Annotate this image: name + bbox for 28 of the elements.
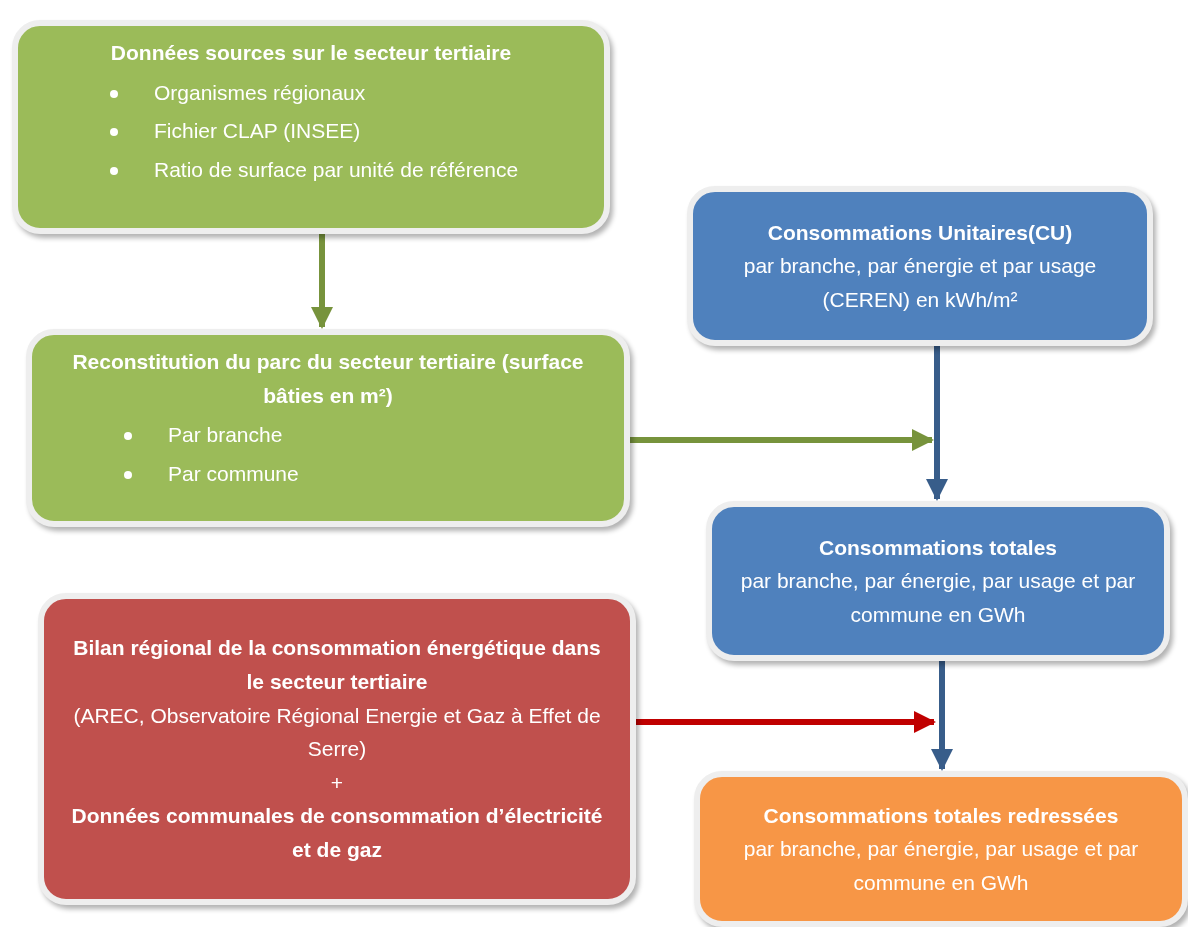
- box-heading: Bilan régional de la consommation énergétique dans le secteur tertiaire: [72, 635, 602, 695]
- box-heading: Reconstitution du parc du secteur tertiaire (surface bâties en m²): [71, 349, 585, 409]
- arrow: [630, 429, 934, 451]
- bullet-item: Par branche: [120, 416, 606, 456]
- box-heading: Consommations totales: [817, 534, 1058, 561]
- bullet-item: Fichier CLAP (INSEE): [106, 112, 586, 152]
- box-heading: Données communales de consommation d’électricité et de gaz: [70, 803, 604, 863]
- bullet-item: Ratio de surface par unité de référence: [106, 151, 586, 191]
- process-box: [26, 329, 630, 527]
- bullet-item: Par commune: [120, 455, 606, 494]
- process-box: [12, 20, 610, 234]
- process-box: [38, 593, 636, 905]
- box-text: par branche, par énergie, par usage et par commune en GWh: [739, 568, 1137, 628]
- box-text: +: [329, 769, 345, 796]
- arrow: [931, 661, 953, 771]
- arrow: [311, 234, 333, 329]
- process-box: [706, 501, 1170, 661]
- arrow: [926, 346, 948, 501]
- box-text: par branche, par énergie, par usage et par commune en GWh: [742, 836, 1140, 896]
- box-heading: Données sources sur le secteur tertiaire: [109, 40, 513, 66]
- process-box: [687, 186, 1153, 346]
- box-text: (AREC, Observatoire Régional Energie et Gaz à Effet de Serre): [72, 702, 602, 763]
- box-heading: Consommations totales redressées: [762, 802, 1120, 829]
- process-box: [694, 771, 1188, 927]
- arrow: [636, 711, 936, 733]
- box-text: par branche, par énergie et par usage (CEREN) en kWh/m²: [742, 253, 1098, 313]
- bullet-item: Organismes régionaux: [106, 73, 586, 113]
- box-heading: Consommations Unitaires(CU): [766, 219, 1074, 246]
